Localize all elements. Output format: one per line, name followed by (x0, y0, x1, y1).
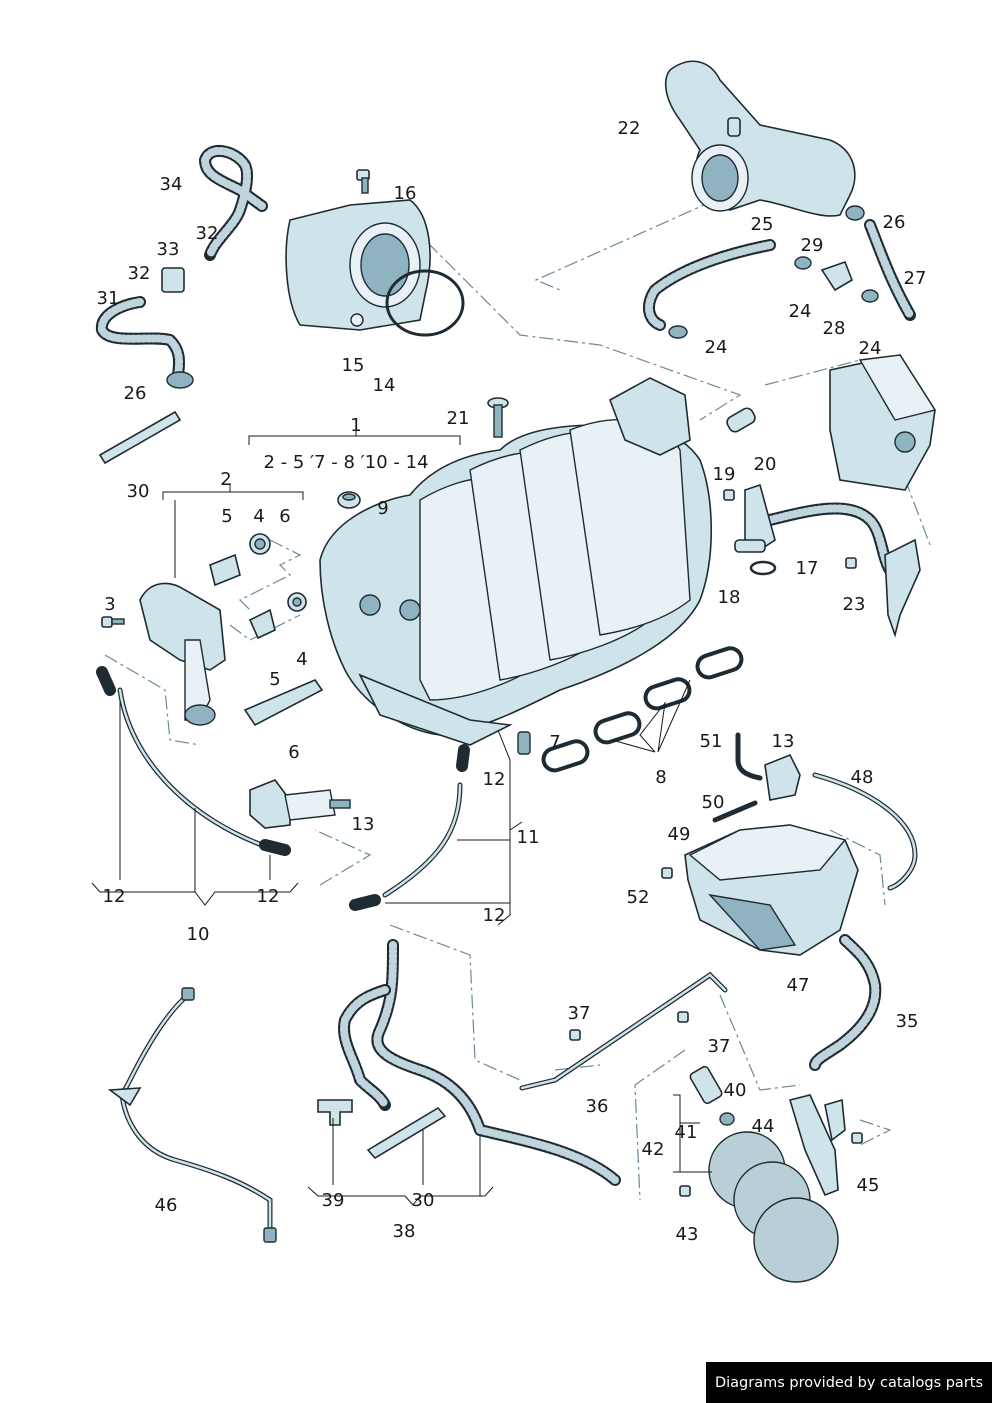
air-intake-duct (664, 60, 856, 217)
callout-27: 27 (904, 268, 927, 289)
hoses-38 (317, 939, 621, 1186)
callout-12c: 12 (257, 886, 280, 907)
connector-20 (726, 407, 756, 433)
callout-15: 15 (342, 355, 365, 376)
pipe-17 (723, 483, 921, 638)
callout-13b: 13 (772, 731, 795, 752)
callout-24a: 24 (789, 301, 812, 322)
callout-22: 22 (618, 118, 641, 139)
callout-4b: 4 (296, 649, 307, 670)
callout-5a: 5 (221, 506, 232, 527)
callout-19: 19 (713, 464, 736, 485)
callout-46: 46 (155, 1195, 178, 1216)
callout-39: 39 (322, 1190, 345, 1211)
small-fittings (101, 533, 324, 727)
callout-8: 8 (655, 767, 666, 788)
callout-45: 45 (857, 1175, 880, 1196)
hose-25-27 (643, 205, 916, 339)
bolt-21 (487, 397, 509, 438)
callout-11: 11 (517, 827, 540, 848)
callout-6b: 6 (288, 742, 299, 763)
callout-32a: 32 (128, 263, 151, 284)
callout-12d: 12 (483, 905, 506, 926)
vacuum-hoses (96, 666, 470, 911)
callout-14: 14 (373, 375, 396, 396)
callout-26a: 26 (124, 383, 147, 404)
callout-5b: 5 (269, 669, 280, 690)
callout-31: 31 (97, 288, 120, 309)
callout-21: 21 (447, 408, 470, 429)
callout-28: 28 (823, 318, 846, 339)
credit-text: Diagrams provided by catalogs parts (714, 1374, 984, 1391)
callout-30a: 30 (127, 481, 150, 502)
callout-9: 9 (377, 498, 388, 519)
callout-24c: 24 (859, 338, 882, 359)
grommet-9 (337, 491, 361, 509)
solenoid-valve-left (249, 779, 351, 829)
callout-labels: 1 2 - 5 ′7 - 8 ′10 - 14 2 3 4 4 5 5 6 6 … (97, 118, 927, 1245)
callout-10: 10 (187, 924, 210, 945)
gaskets-8 (517, 646, 744, 773)
solenoid-valve-right (764, 753, 801, 801)
credit-banner: Diagrams provided by catalogs parts (706, 1362, 992, 1403)
evap-lines (712, 732, 918, 1071)
callout-23: 23 (843, 594, 866, 615)
callout-1-range: 2 - 5 ′7 - 8 ′10 - 14 (263, 452, 428, 473)
callout-12b: 12 (103, 886, 126, 907)
leader-lines (91, 428, 712, 1206)
callout-43: 43 (676, 1224, 699, 1245)
callout-24b: 24 (705, 337, 728, 358)
charcoal-canister (661, 824, 859, 956)
callout-52: 52 (627, 887, 650, 908)
callout-37a: 37 (568, 1003, 591, 1024)
throttle-body (285, 199, 465, 337)
callout-2: 2 (220, 469, 231, 490)
callout-35: 35 (896, 1011, 919, 1032)
callout-33: 33 (157, 239, 180, 260)
hose-30-top (98, 410, 182, 465)
callout-48: 48 (851, 767, 874, 788)
callout-42: 42 (642, 1139, 665, 1160)
pipe-46 (107, 987, 277, 1243)
vacuum-reservoir (679, 1065, 863, 1283)
callout-41: 41 (675, 1122, 698, 1143)
callout-49: 49 (668, 824, 691, 845)
callout-36: 36 (586, 1096, 609, 1117)
callout-6a: 6 (279, 506, 290, 527)
callout-4a: 4 (253, 506, 264, 527)
callout-18: 18 (718, 587, 741, 608)
pipe-36 (519, 971, 728, 1091)
callout-16: 16 (394, 183, 417, 204)
callout-7: 7 (549, 732, 560, 753)
callout-3: 3 (104, 594, 115, 615)
control-unit-24 (829, 354, 937, 491)
callout-1: 1 (350, 415, 361, 436)
callout-30b: 30 (412, 1190, 435, 1211)
sensor-housing (139, 582, 226, 726)
callout-17: 17 (796, 558, 819, 579)
callout-20: 20 (754, 454, 777, 475)
callout-51: 51 (700, 731, 723, 752)
callout-38: 38 (393, 1221, 416, 1242)
callout-26b: 26 (883, 212, 906, 233)
callout-13a: 13 (352, 814, 375, 835)
callout-47: 47 (787, 975, 810, 996)
callout-25: 25 (751, 214, 774, 235)
callout-37b: 37 (708, 1036, 731, 1057)
intake-manifold (319, 377, 712, 746)
callout-40: 40 (724, 1080, 747, 1101)
callout-34: 34 (160, 174, 183, 195)
callout-50: 50 (702, 792, 725, 813)
hose-34 (96, 145, 268, 389)
bolt-16 (356, 169, 370, 194)
callout-32b: 32 (196, 223, 219, 244)
callout-44: 44 (752, 1116, 775, 1137)
callout-29: 29 (801, 235, 824, 256)
callout-12a: 12 (483, 769, 506, 790)
